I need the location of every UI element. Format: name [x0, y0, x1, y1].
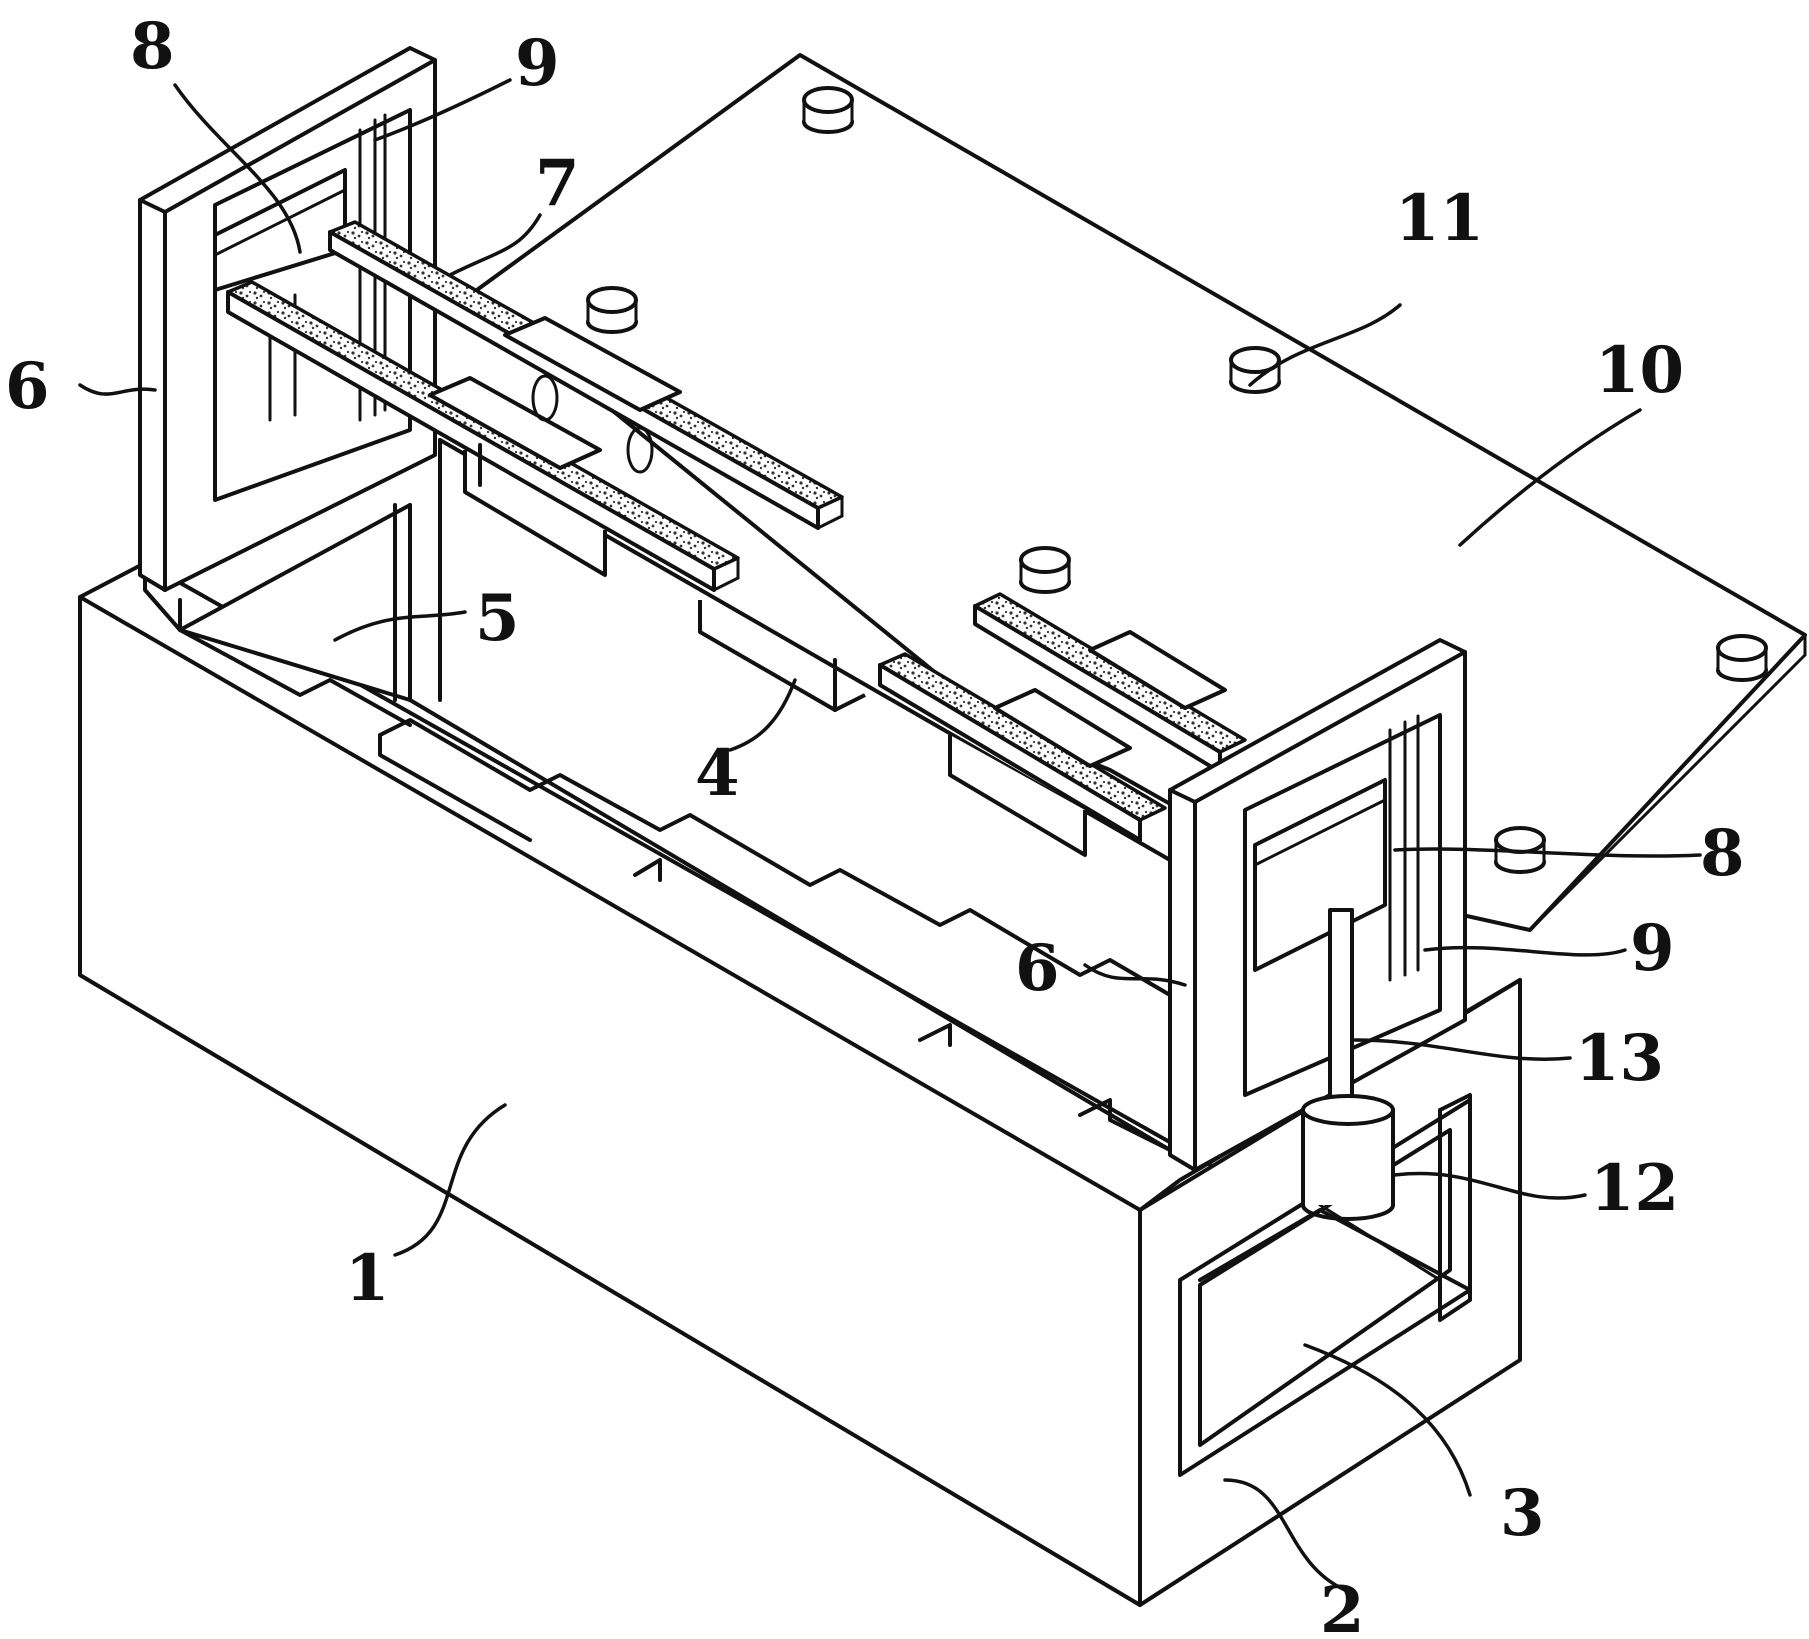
labels: 1 2 3 4 5 6 6 7 8 8 9 9 10 11 12 13	[5, 9, 1745, 1639]
leader-2	[1223, 1478, 1347, 1592]
leader-7	[448, 213, 542, 277]
label-slider-block-right: 8	[1700, 816, 1745, 891]
label-roller-bar: 7	[535, 146, 580, 221]
label-top-plate: 10	[1595, 333, 1684, 408]
label-side-frame-right: 6	[1015, 931, 1060, 1006]
leader-lines	[78, 78, 1702, 1592]
leader-5	[333, 610, 467, 642]
label-guide-rail-right: 9	[1630, 911, 1675, 986]
bolt	[586, 286, 638, 334]
leader-6L	[78, 383, 157, 396]
leader-8L	[173, 83, 302, 254]
bolt	[1019, 546, 1071, 594]
label-bolt: 11	[1395, 181, 1484, 256]
label-guide-rail-left: 9	[515, 26, 560, 101]
cylinder	[1301, 1094, 1395, 1221]
leader-3	[1303, 1343, 1472, 1497]
leader-12	[1393, 1171, 1587, 1200]
leader-10	[1458, 408, 1642, 547]
label-side-panel: 3	[1500, 1476, 1545, 1551]
bolt	[802, 86, 854, 134]
leader-13	[1353, 1038, 1572, 1061]
bolt-group	[586, 86, 1768, 874]
slider-block-right	[1253, 778, 1387, 972]
label-piston-rod: 13	[1575, 1021, 1664, 1096]
channel-clip	[948, 735, 1087, 857]
bolt	[1229, 346, 1281, 394]
channel-clip	[698, 600, 866, 712]
piston-rod	[1328, 908, 1354, 1112]
leader-9R	[1423, 945, 1627, 957]
leader-6R	[1083, 963, 1187, 987]
roller-bar-right	[878, 592, 1247, 842]
leader-11	[1248, 303, 1402, 387]
label-window-frame: 2	[1320, 1573, 1365, 1639]
leader-4	[728, 678, 797, 752]
label-channel-clip: 4	[695, 736, 740, 811]
roller-sleeve	[428, 316, 682, 474]
channel-clip	[463, 443, 607, 577]
label-side-frame-left: 6	[5, 349, 50, 424]
label-cylinder: 12	[1590, 1151, 1679, 1226]
label-inner-partition: 5	[475, 581, 520, 656]
leader-8R	[1393, 847, 1702, 858]
label-slider-block-left: 8	[130, 9, 175, 84]
leader-1	[393, 1103, 507, 1257]
bolt	[1716, 634, 1768, 682]
leader-9L	[373, 78, 512, 142]
label-base: 1	[345, 1241, 390, 1316]
